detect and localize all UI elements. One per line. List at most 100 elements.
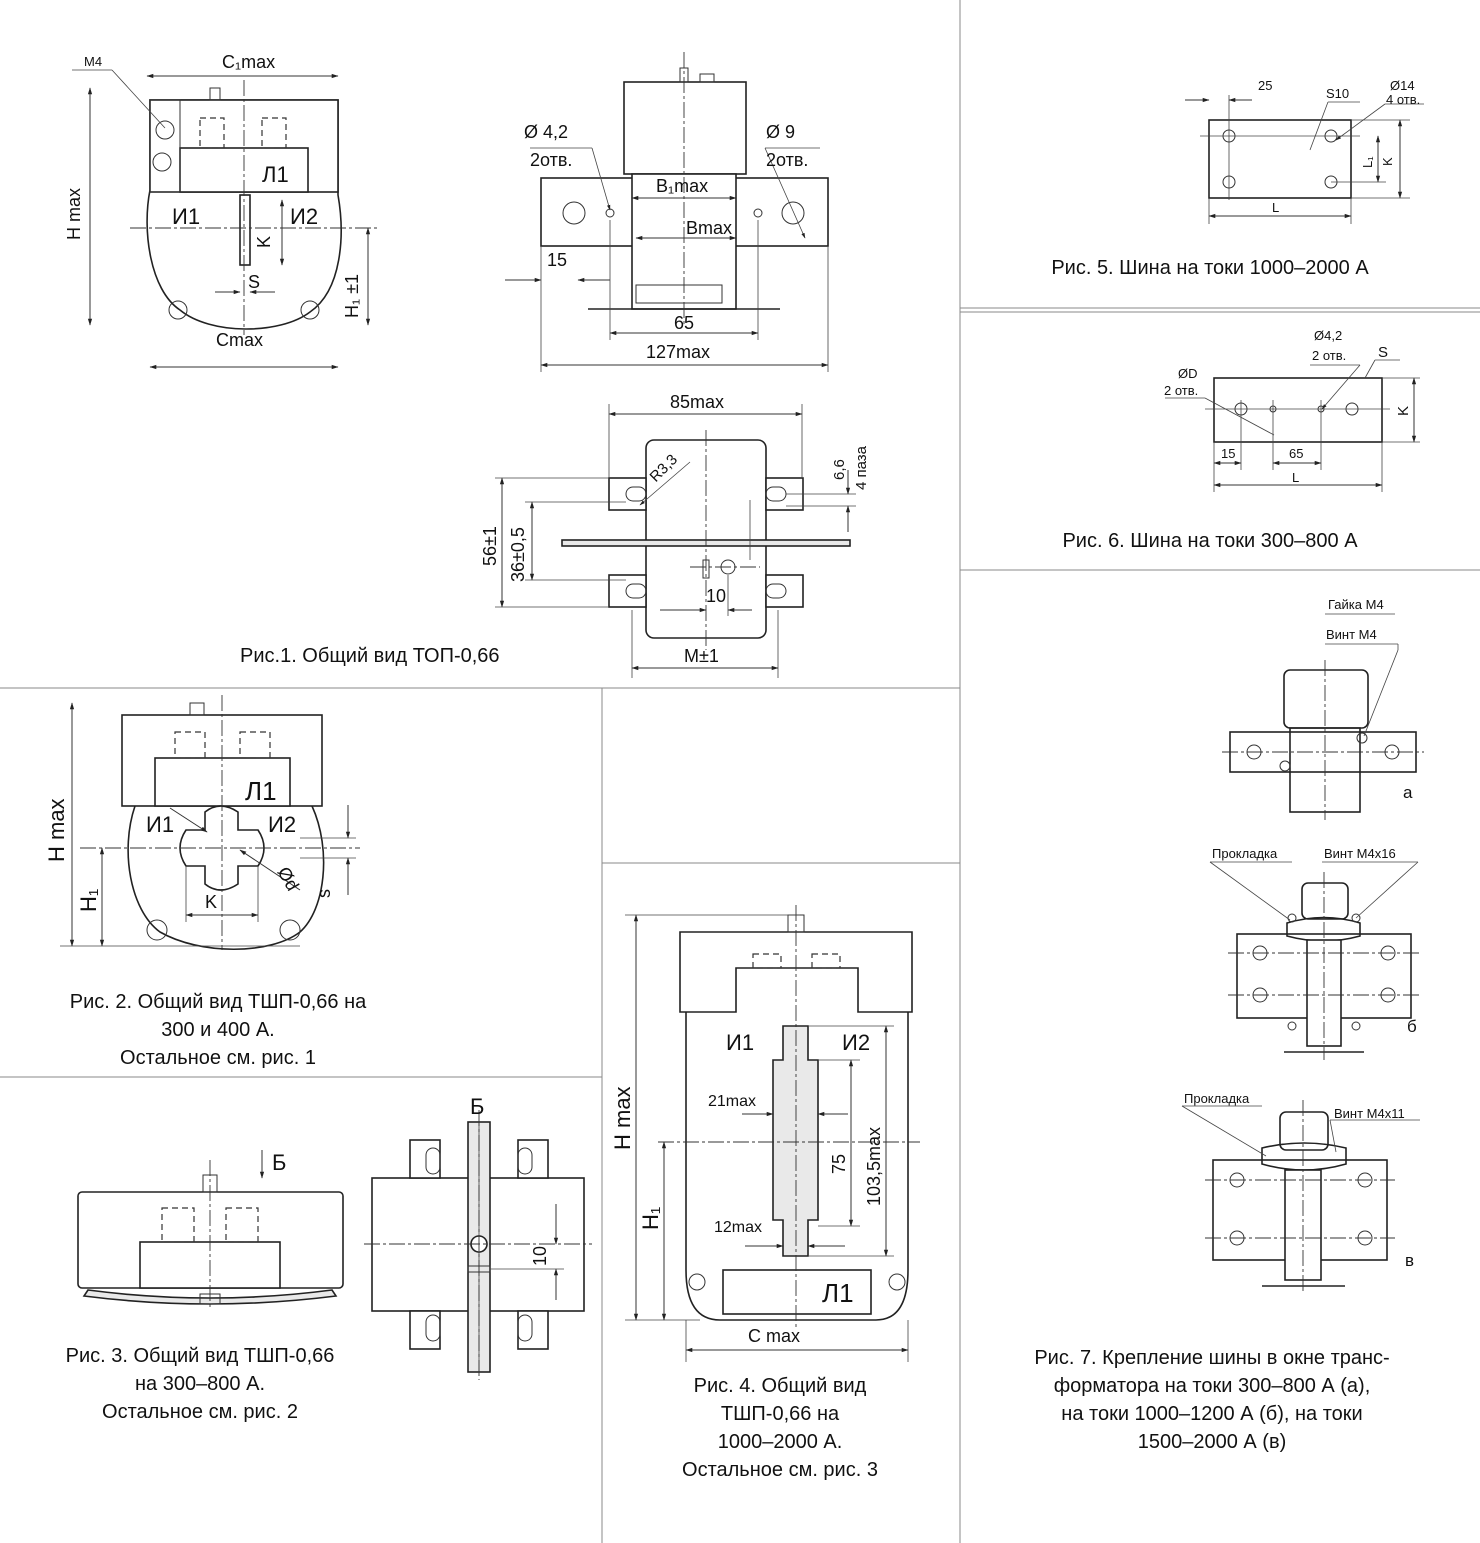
fig5-d25-label: 25 — [1258, 78, 1272, 93]
fig4-caption-line4: Остальное см. рис. 3 — [682, 1459, 878, 1481]
fig3-caption: Рис. 3. Общий вид ТШП-0,66 на 300–800 А.… — [66, 1345, 335, 1423]
fig6-s-label: S — [1378, 344, 1388, 361]
fig3-b-view-label: Б — [470, 1094, 484, 1119]
fig6-d42-label: Ø4,2 — [1314, 328, 1342, 343]
fig5-l-label: L — [1272, 200, 1279, 215]
fig1-m1-label: M±1 — [684, 646, 719, 666]
fig4-hmax-label: H max — [610, 1086, 635, 1150]
fig7-caption-line4: 1500–2000 А (в) — [1138, 1431, 1287, 1453]
fig4-h1-label: H₁ — [638, 1207, 663, 1230]
fig7-caption-line3: на токи 1000–1200 А (б), на токи — [1061, 1403, 1362, 1425]
fig1-d65-label: 65 — [674, 313, 694, 333]
fig6-caption: Рис. 6. Шина на токи 300–800 А — [1062, 530, 1358, 552]
fig1-bottom-view: 85max R3,3 6,6 4 паза 56±1 36±0,5 10 M±1 — [480, 392, 870, 678]
fig6-d15-label: 15 — [1221, 446, 1235, 461]
fig7-pad1-label: Прокладка — [1212, 846, 1278, 861]
fig2-i1-label: И1 — [146, 812, 174, 837]
fig2-i2-label: И2 — [268, 812, 296, 837]
fig6-l-label: L — [1292, 470, 1299, 485]
fig2-caption: Рис. 2. Общий вид ТШП-0,66 на 300 и 400 … — [70, 991, 367, 1069]
fig4-l1-label: Л1 — [822, 1278, 854, 1308]
fig3-caption-line1: Рис. 3. Общий вид ТШП-0,66 — [66, 1345, 335, 1367]
fig3-caption-line3: Остальное см. рис. 2 — [102, 1401, 298, 1423]
fig1-front-view: М4 C₁max H max Л1 И1 И2 K S H₁ ±1 Cmax — [64, 52, 380, 370]
fig1-b1max-label: B₁max — [656, 176, 708, 196]
fig5-k-label: K — [1380, 157, 1395, 166]
fig1-bmax-label: Bmax — [686, 218, 732, 238]
fig2-k-label: K — [205, 892, 217, 912]
fig1-s-label: S — [248, 272, 260, 292]
fig5-d14-label: Ø14 — [1390, 78, 1415, 93]
fig6-otv2d-label: 2 отв. — [1164, 383, 1198, 398]
fig5-otv4-label: 4 отв. — [1386, 92, 1420, 107]
fig7-mount-a: Гайка М4 Винт М4 а — [1222, 597, 1424, 820]
fig7-mount-v: Прокладка Винт М4х11 в — [1181, 1091, 1420, 1292]
fig3-d10-label: 10 — [530, 1246, 550, 1266]
fig2-caption-line3: Остальное см. рис. 1 — [120, 1047, 316, 1069]
fig7-caption-line2: форматора на токи 300–800 А (а), — [1054, 1375, 1371, 1397]
fig4-cmax-label: C max — [748, 1326, 800, 1346]
fig4-d21-label: 21max — [708, 1093, 756, 1110]
fig1-k-label: K — [254, 236, 274, 248]
fig5-l1-label: L₁ — [1360, 156, 1375, 168]
fig5-busbar: 25 S10 Ø14 4 отв. L₁ K L — [1185, 78, 1424, 224]
fig1-d85-label: 85max — [670, 392, 724, 412]
fig4-view: H max H₁ И1 И2 21max 12max 75 103,5max Л… — [610, 905, 920, 1362]
fig4-caption: Рис. 4. Общий вид ТШП-0,66 на 1000–2000 … — [682, 1375, 878, 1481]
fig1-d10-label: 10 — [706, 586, 726, 606]
fig1-otv2a-label: 2отв. — [530, 150, 572, 170]
fig7-mount-b: Прокладка Винт М4х16 б — [1209, 846, 1420, 1060]
fig3-b-arrow-label: Б — [272, 1150, 286, 1175]
fig2-hmax-label: H max — [44, 798, 69, 862]
fig7-screw-label: Винт М4 — [1326, 627, 1377, 642]
fig1-d127-label: 127max — [646, 342, 710, 362]
fig5-caption: Рис. 5. Шина на токи 1000–2000 А — [1051, 257, 1369, 279]
fig7-nut-label: Гайка М4 — [1328, 597, 1384, 612]
fig1-otv2b-label: 2отв. — [766, 150, 808, 170]
fig4-d75-label: 75 — [829, 1154, 849, 1174]
fig6-busbar: Ø4,2 2 отв. S ØD 2 отв. K 15 65 L — [1164, 328, 1420, 492]
fig3-caption-line2: на 300–800 А. — [135, 1373, 265, 1395]
fig1-caption: Рис.1. Общий вид ТОП-0,66 — [240, 645, 500, 667]
fig1-cmax-label: Cmax — [216, 330, 263, 350]
fig2-s-label: s — [314, 889, 334, 898]
fig1-d56-label: 56±1 — [480, 526, 500, 566]
fig1-hmax-label: H max — [64, 188, 84, 240]
fig1-h1-label: H₁ ±1 — [342, 274, 362, 318]
fig7-screw16-label: Винт М4х16 — [1324, 846, 1396, 861]
fig1-d9-label: Ø 9 — [766, 122, 795, 142]
fig7-caption-line1: Рис. 7. Крепление шины в окне транс- — [1034, 1347, 1389, 1369]
fig2-view: H max H₁ Л1 И1 И2 K Ød s — [44, 695, 360, 950]
fig1-m4-label: М4 — [84, 54, 102, 69]
fig7-caption: Рис. 7. Крепление шины в окне транс- фор… — [1034, 1347, 1389, 1453]
fig4-d12-label: 12max — [714, 1219, 762, 1236]
fig7-pad2-label: Прокладка — [1184, 1091, 1250, 1106]
fig1-l1-label: Л1 — [262, 162, 289, 187]
fig1-d36-label: 36±0,5 — [508, 527, 528, 582]
fig4-d103-label: 103,5max — [864, 1127, 884, 1206]
fig1-d42-label: Ø 4,2 — [524, 122, 568, 142]
fig3-front-view: Б — [77, 1150, 344, 1310]
fig7-v-label: в — [1405, 1251, 1414, 1270]
fig1-paza-label: 4 паза — [853, 445, 870, 490]
fig1-d66-label: 6,6 — [831, 459, 848, 480]
fig7-b-label: б — [1407, 1017, 1417, 1036]
fig6-dd-label: ØD — [1178, 366, 1198, 381]
fig1-d15-label: 15 — [547, 250, 567, 270]
fig6-d65-label: 65 — [1289, 446, 1303, 461]
fig2-caption-line1: Рис. 2. Общий вид ТШП-0,66 на — [70, 991, 367, 1013]
fig4-i1-label: И1 — [726, 1030, 754, 1055]
fig4-caption-line1: Рис. 4. Общий вид — [694, 1375, 867, 1397]
fig2-h1-label: H₁ — [76, 889, 101, 912]
fig1-c1max-label: C₁max — [222, 52, 275, 72]
fig1-i1-label: И1 — [172, 204, 200, 229]
fig4-caption-line2: ТШП-0,66 на — [721, 1403, 840, 1425]
fig2-caption-line2: 300 и 400 А. — [161, 1019, 274, 1041]
fig6-otv2-label: 2 отв. — [1312, 348, 1346, 363]
fig7-a-label: а — [1403, 783, 1413, 802]
fig1-i2-label: И2 — [290, 204, 318, 229]
fig4-i2-label: И2 — [842, 1030, 870, 1055]
fig7-screw11-label: Винт М4х11 — [1334, 1106, 1405, 1121]
